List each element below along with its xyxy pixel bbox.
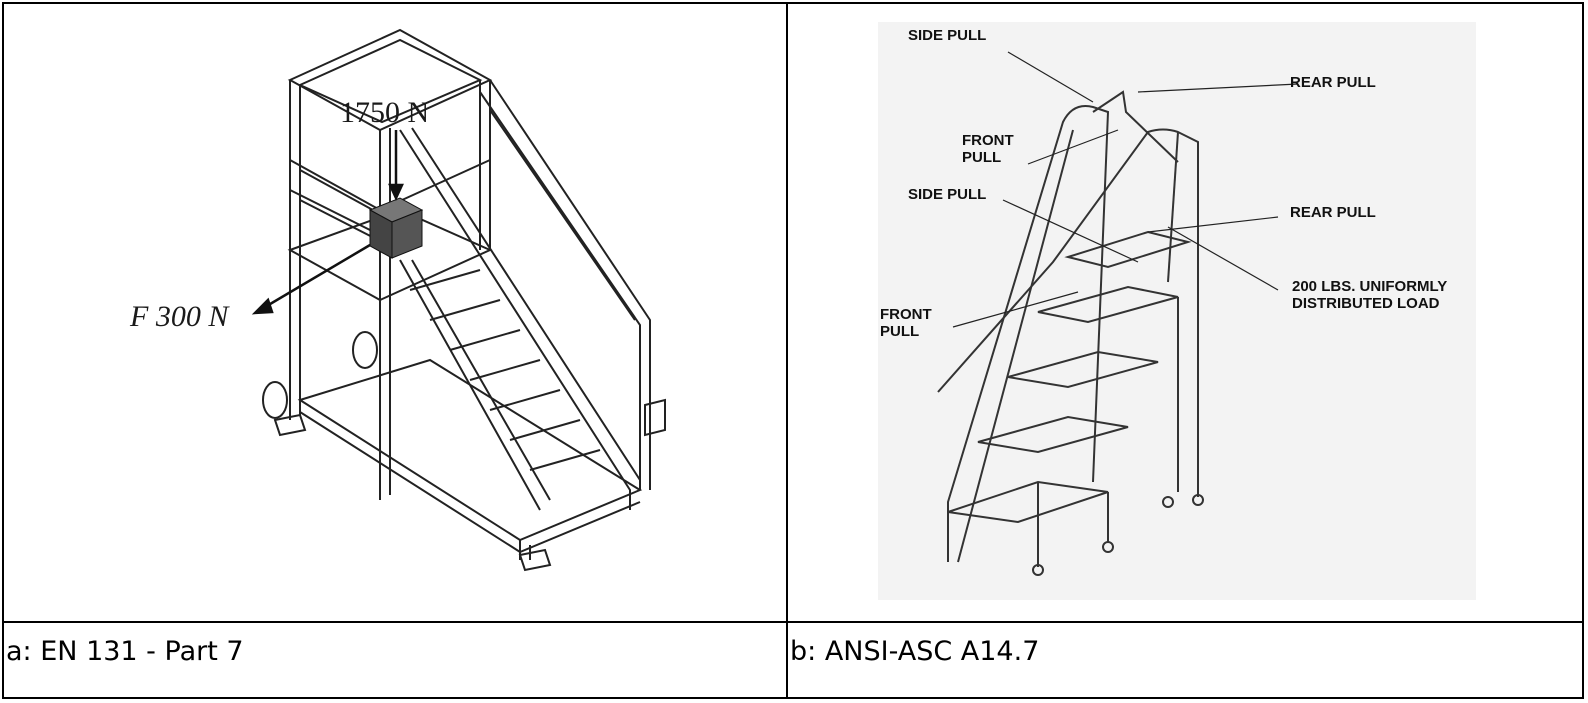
caption-a: a: EN 131 - Part 7 [6, 636, 244, 667]
figure-b-ladder-drawing [937, 51, 1299, 576]
horizontal-load-label: F 300 N [130, 300, 229, 333]
label-front-pull-low: FRONT PULL [880, 306, 932, 340]
column-divider [786, 4, 788, 697]
label-rear-pull-top: REAR PULL [1290, 74, 1376, 91]
label-rear-pull-mid: REAR PULL [1290, 204, 1376, 221]
figure-a-ladder-drawing [251, 28, 666, 572]
load-cube [368, 197, 424, 259]
caption-b: b: ANSI-ASC A14.7 [790, 636, 1040, 667]
vertical-load-label: 1750 N [340, 96, 430, 129]
label-side-pull-top: SIDE PULL [908, 27, 987, 44]
label-front-pull-top: FRONT PULL [962, 132, 1014, 166]
label-uniform-load: 200 LBS. UNIFORMLY DISTRIBUTED LOAD [1292, 278, 1448, 312]
row-divider [4, 621, 1582, 623]
label-side-pull-mid: SIDE PULL [908, 186, 987, 203]
